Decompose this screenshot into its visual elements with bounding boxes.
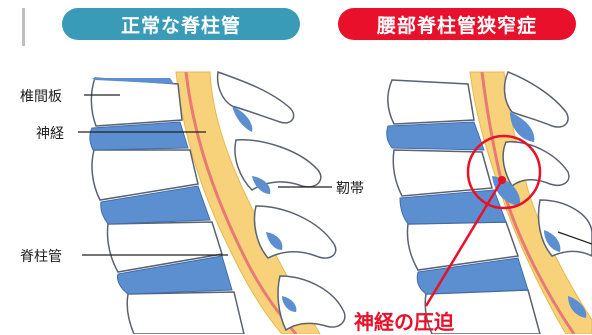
lamina (218, 72, 294, 123)
nerve-compression-callout: 神経の圧迫 (354, 306, 454, 335)
disc (90, 122, 188, 150)
lamina (503, 142, 569, 186)
vertebra (127, 292, 244, 334)
canal-label: 脊柱管 (20, 246, 62, 266)
normal-spine (90, 72, 345, 334)
vertebra (91, 78, 182, 126)
nerve-label: 神経 (36, 123, 64, 143)
lamina (255, 206, 336, 258)
vertebra (388, 80, 474, 124)
lamina (539, 200, 592, 256)
disc (387, 122, 484, 150)
lamina (235, 140, 321, 190)
disc-label: 椎間板 (20, 86, 62, 106)
vertebra (393, 150, 492, 196)
ligament-label: 靭帯 (336, 178, 364, 198)
divider (22, 8, 25, 46)
